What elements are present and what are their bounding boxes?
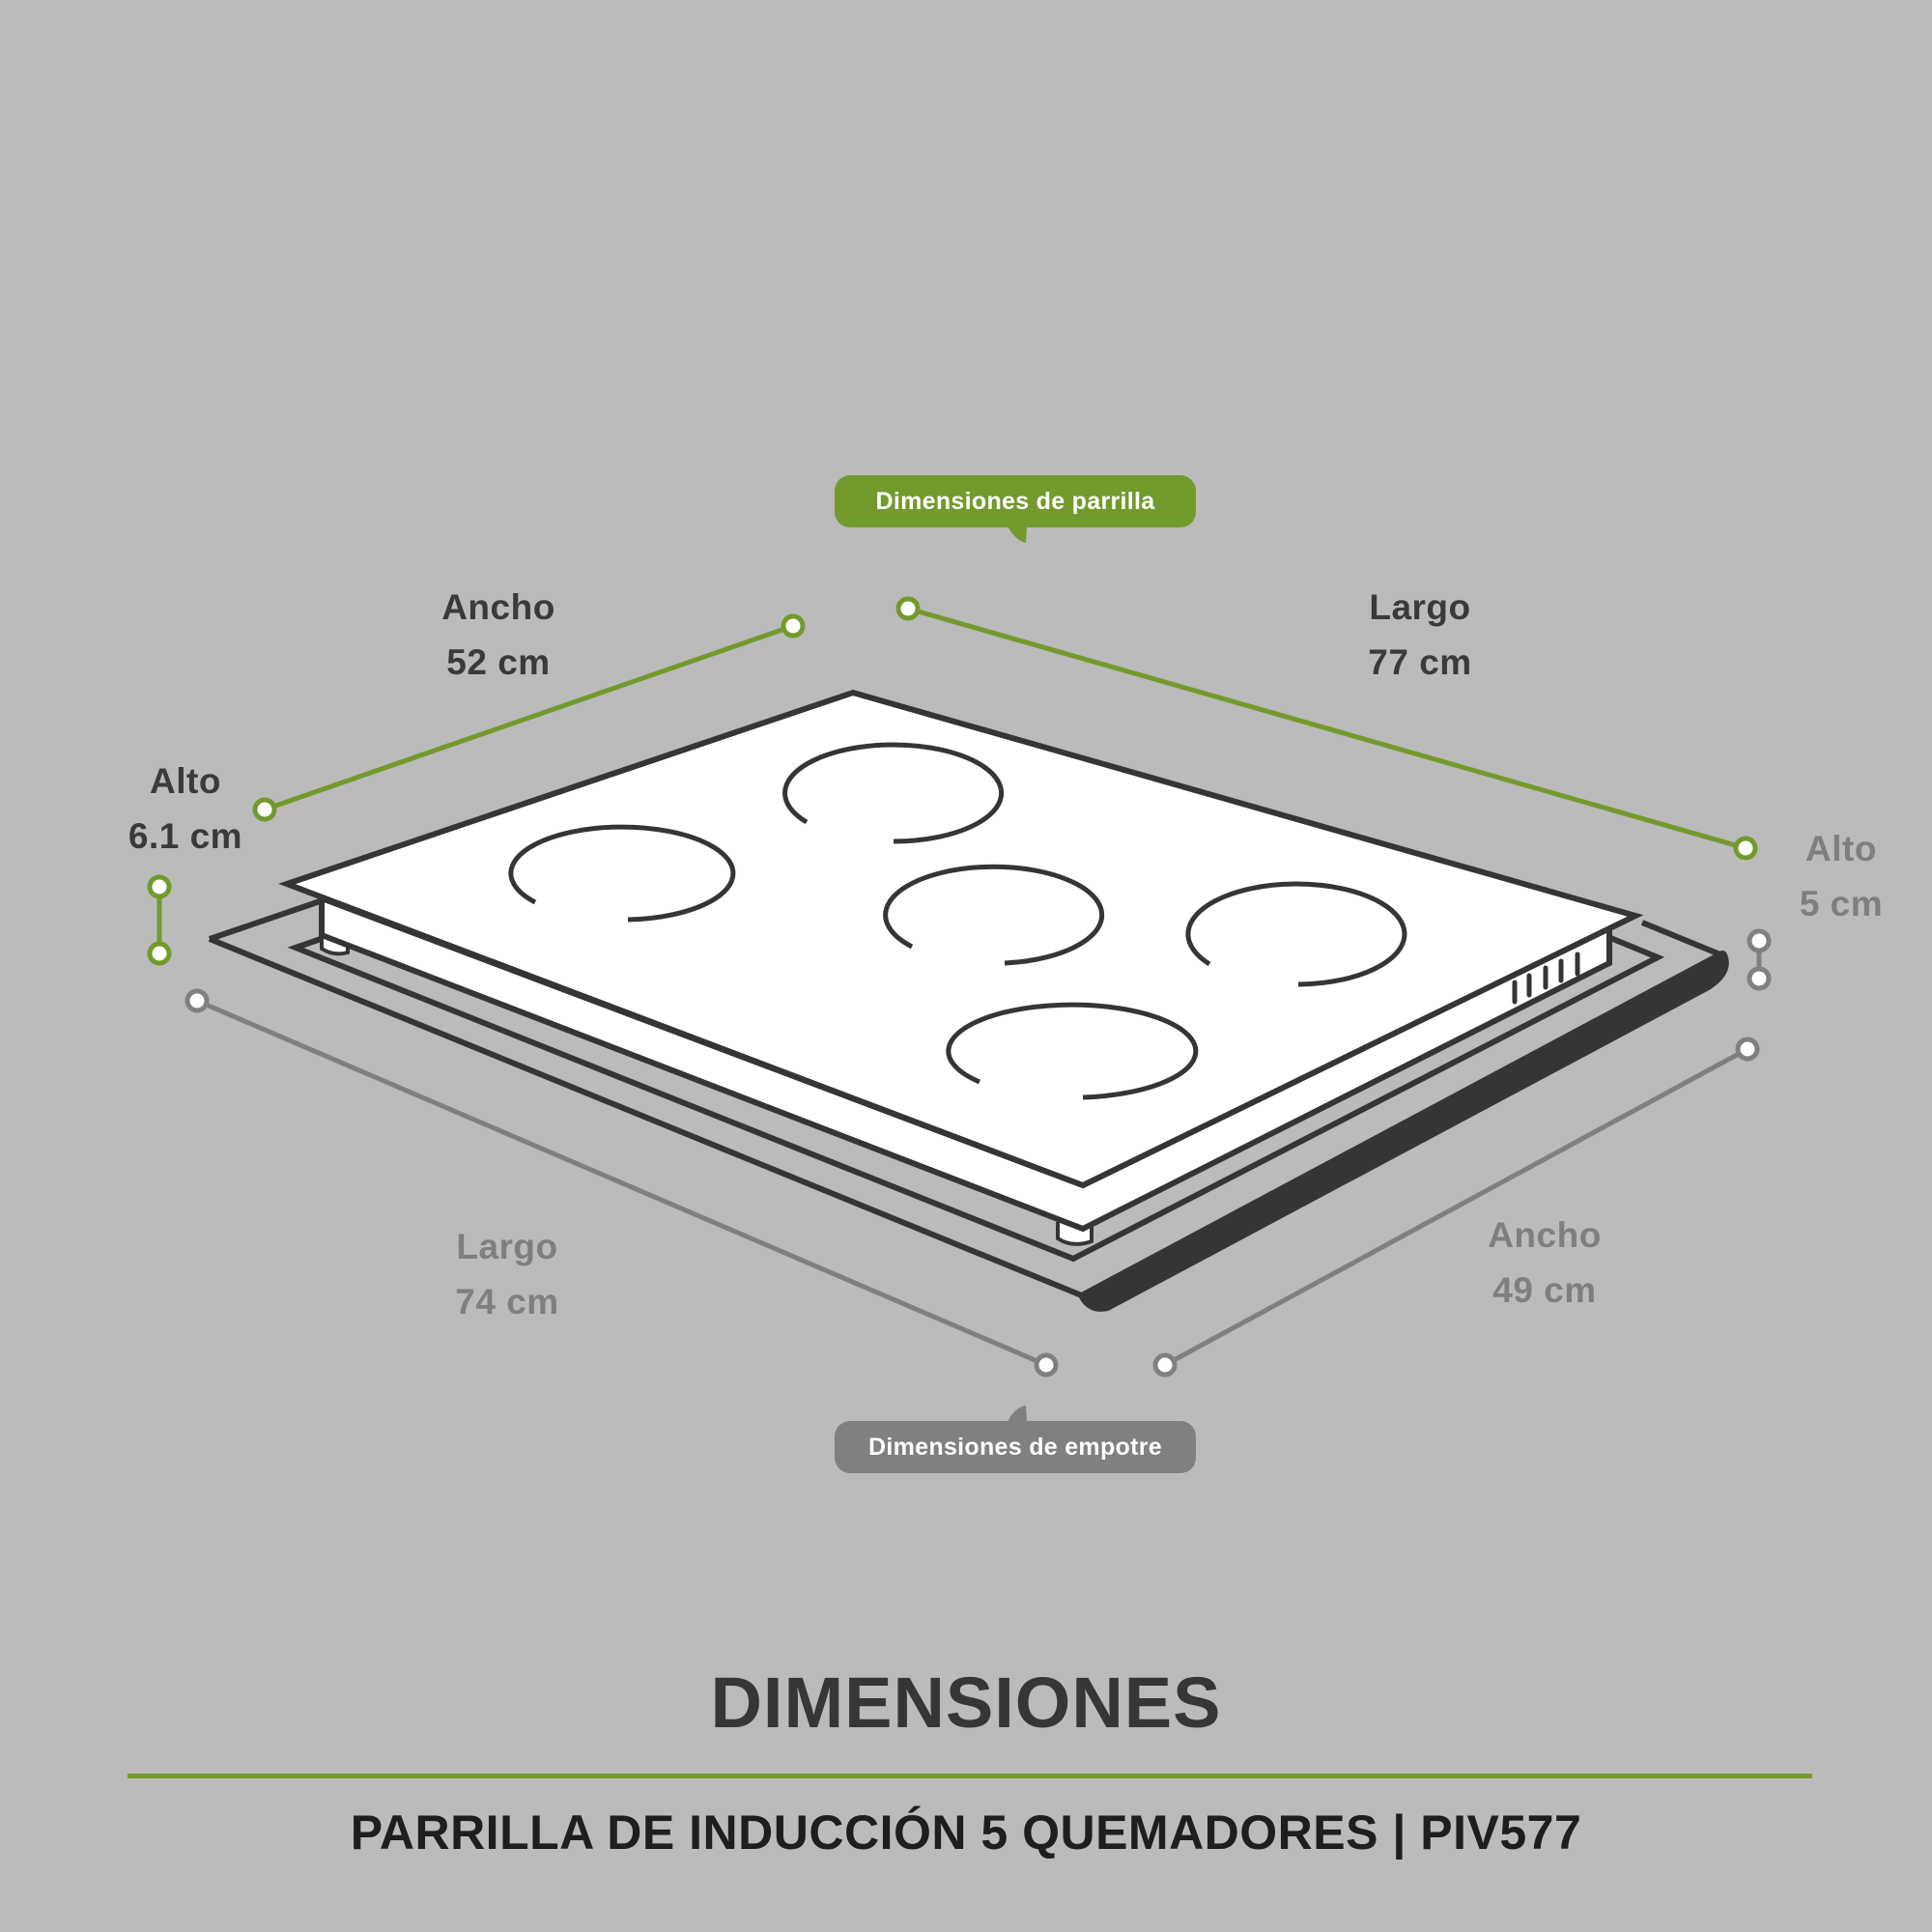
cutout-height-label: Alto 5 cm: [1745, 821, 1932, 931]
cooktop-top-surface: [278, 689, 1644, 1189]
dimension-endpoint: [1747, 966, 1772, 991]
dimension-endpoint: [781, 613, 806, 639]
dimension-endpoint: [1747, 928, 1772, 953]
dimension-value: 49 cm: [1492, 1270, 1597, 1310]
dimension-endpoint: [895, 596, 921, 621]
cooktop-height-label: Alto 6.1 cm: [89, 753, 282, 864]
title-divider: [128, 1774, 1812, 1778]
cutout-dimensions-callout: Dimensiones de empotre: [835, 1421, 1196, 1473]
cutout-length-label: Largo 74 cm: [411, 1219, 604, 1329]
cooktop-dimension-lines: [147, 596, 1758, 966]
cooktop-length-label: Largo 77 cm: [1323, 580, 1517, 690]
dimension-endpoint: [1735, 1037, 1760, 1062]
dimension-endpoint: [1733, 836, 1758, 861]
burner-5: [946, 1002, 1199, 1100]
cooktop-width-label: Ancho 52 cm: [402, 580, 595, 690]
dimension-value: 52 cm: [446, 642, 551, 682]
dimension-endpoint: [147, 941, 172, 966]
dimension-endpoint: [1152, 1352, 1178, 1378]
dimension-value: 6.1 cm: [128, 816, 243, 856]
dimension-endpoint: [252, 797, 277, 822]
burner-1: [508, 824, 736, 923]
dimension-name: Largo: [456, 1227, 558, 1266]
dimension-name: Ancho: [1488, 1215, 1602, 1255]
dimension-value: 77 cm: [1368, 642, 1472, 682]
cutout-frame: [208, 895, 1729, 1312]
callout-tail-cooktop: [1008, 526, 1027, 543]
burner-3: [883, 864, 1105, 966]
dimension-name: Ancho: [441, 587, 555, 627]
dimension-name: Alto: [1805, 829, 1877, 868]
product-subtitle: PARRILLA DE INDUCCIÓN 5 QUEMADORES | PIV…: [350, 1805, 1582, 1860]
burner-2: [782, 742, 1005, 844]
cooktop-dimensions-callout: Dimensiones de parrilla: [835, 475, 1196, 527]
dimension-value: 5 cm: [1799, 884, 1884, 923]
dimension-endpoint: [185, 988, 210, 1013]
dimension-endpoint: [147, 874, 172, 899]
burner-rings: [508, 742, 1407, 1100]
page-title: DIMENSIONES: [710, 1662, 1222, 1743]
dimension-value: 74 cm: [455, 1282, 559, 1321]
dimension-name: Alto: [150, 761, 221, 801]
dimension-endpoint: [1034, 1352, 1059, 1378]
dimension-name: Largo: [1369, 587, 1471, 627]
cutout-inner-frame: [287, 932, 1665, 1263]
burner-4: [1185, 881, 1407, 987]
cutout-dimension-lines: [185, 928, 1772, 1378]
vent-slots: [1512, 952, 1580, 1005]
callout-tail-cutout: [1008, 1406, 1027, 1422]
cutout-width-label: Ancho 49 cm: [1448, 1208, 1641, 1318]
